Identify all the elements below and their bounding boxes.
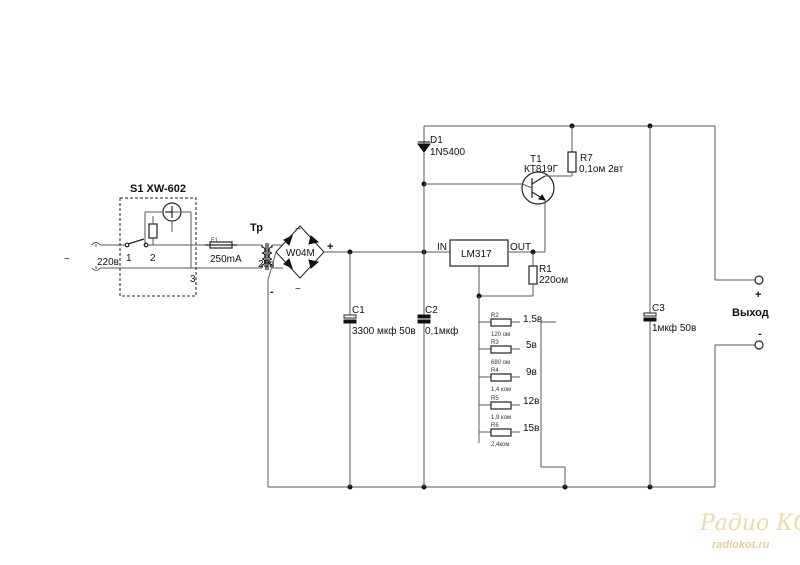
capacitor-c3: C3 1мкф 50в xyxy=(643,126,696,487)
transformer-ref: Тр xyxy=(250,222,263,234)
r2-ref: R2 xyxy=(491,313,499,319)
t1-part: КТ819Г xyxy=(524,164,559,175)
switch-pin-2: 2 xyxy=(150,253,156,264)
c1-ref: C1 xyxy=(352,305,365,316)
output-plus-terminal-icon xyxy=(754,275,764,285)
output-label: Выход xyxy=(732,307,769,319)
capacitor-c1: C1 3300 мкф 50в xyxy=(343,252,416,487)
fuse-f1: F1 250mA xyxy=(205,238,262,265)
bridge-rectifier: W04M ~ ~ + - xyxy=(267,224,350,487)
r1-value: 220ом xyxy=(539,275,568,286)
r3-ref: R3 xyxy=(491,340,499,346)
transistor-t1: T1 КТ819Г xyxy=(424,154,572,252)
output-minus-terminal-icon xyxy=(754,340,764,350)
switch-pin-3: 3 xyxy=(190,274,196,285)
c2-value: 0,1мкф xyxy=(425,325,458,337)
divider-r2: R2 120 ом 1,5в xyxy=(479,313,542,338)
transformer-tr: Тр 25в xyxy=(250,222,283,270)
divider-r3: R3 680 ом 5в xyxy=(479,340,537,366)
c3-value: 1мкф 50в xyxy=(652,322,696,334)
divider-r5: R5 1,9 ком 12в xyxy=(479,396,539,421)
c3-ref: C3 xyxy=(652,303,665,314)
r4-voltage: 9в xyxy=(526,367,537,378)
r3-voltage: 5в xyxy=(526,340,537,351)
bridge-minus: - xyxy=(270,286,274,298)
r5-voltage: 12в xyxy=(523,396,539,407)
bridge-ac-top: ~ xyxy=(295,224,301,235)
input-voltage: 220в xyxy=(97,257,119,268)
r5-value: 1,9 ком xyxy=(491,415,511,421)
r6-voltage: 15в xyxy=(523,423,539,434)
transformer-voltage: 25в xyxy=(258,259,274,270)
regulator-in: IN xyxy=(437,242,447,253)
c2-ref: C2 xyxy=(425,305,438,316)
output-minus: - xyxy=(758,328,762,340)
ac-symbol: ~ xyxy=(64,254,70,265)
regulator-part: LM317 xyxy=(461,249,492,260)
r5-ref: R5 xyxy=(491,396,499,402)
d1-part: 1N5400 xyxy=(430,147,465,158)
mains-input: ~ 220в 1 2 3 xyxy=(64,242,262,285)
resistor-r7: R7 0,1ом 2вт xyxy=(567,126,624,176)
transistor-icon xyxy=(521,171,555,205)
divider-r6: R6 2,4ком 15в xyxy=(479,423,539,448)
divider-ladder: R2 120 ом 1,5в R3 680 ом 5в R4 1,4 ком 9… xyxy=(478,296,566,487)
bridge-plus: + xyxy=(327,241,333,253)
t1-ref: T1 xyxy=(530,154,542,165)
r2-voltage: 1,5в xyxy=(523,314,542,325)
r7-value: 0,1ом 2вт xyxy=(579,164,624,175)
regulator-out: OUT xyxy=(510,242,531,253)
fuse-value: 250mA xyxy=(210,254,242,265)
r1-ref: R1 xyxy=(539,264,552,275)
fuse-ref: F1 xyxy=(211,238,219,244)
switch-pin-1: 1 xyxy=(126,253,132,264)
divider-r4: R4 1,4 ком 9в xyxy=(479,367,537,393)
switch-label: S1 XW-602 xyxy=(130,183,186,195)
output-plus: + xyxy=(755,289,761,301)
c1-value: 3300 мкф 50в xyxy=(352,325,416,337)
bridge-ref: W04M xyxy=(286,248,315,259)
diode-d1: D1 1N5400 xyxy=(417,135,465,187)
r3-value: 680 ом xyxy=(491,360,510,366)
switch-s1: S1 XW-602 xyxy=(119,183,205,297)
bridge-ac-bottom: ~ xyxy=(295,284,301,295)
watermark-brand: Радио КОТ xyxy=(699,511,800,536)
d1-ref: D1 xyxy=(430,135,443,146)
rails xyxy=(268,123,715,490)
r4-value: 1,4 ком xyxy=(491,387,511,393)
r6-value: 2,4ком xyxy=(491,442,510,448)
r7-ref: R7 xyxy=(580,153,593,164)
r6-ref: R6 xyxy=(491,423,499,429)
watermark: Радио КОТ radiokot.ru xyxy=(699,511,800,551)
r2-value: 120 ом xyxy=(491,332,510,338)
output-terminals: + Выход - xyxy=(714,126,769,487)
watermark-site: radiokot.ru xyxy=(712,539,770,551)
r4-ref: R4 xyxy=(491,368,499,374)
